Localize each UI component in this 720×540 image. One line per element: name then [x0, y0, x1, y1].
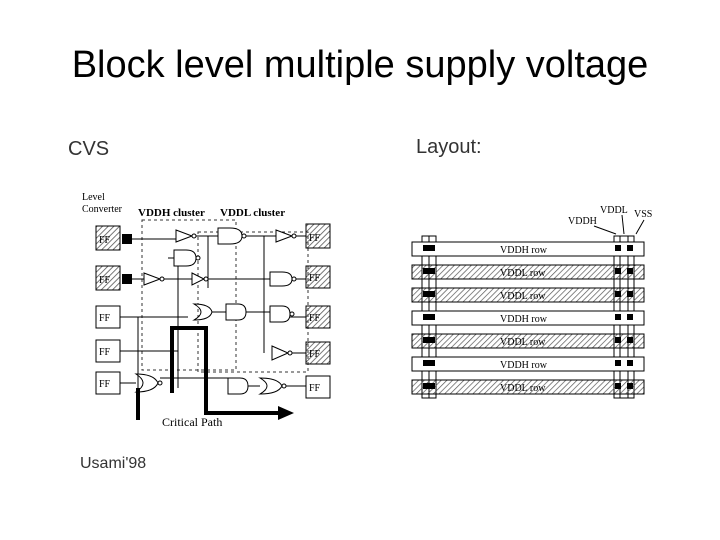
layout-row: VDDL row [411, 379, 645, 395]
svg-text:FF: FF [99, 235, 111, 246]
layout-row: VDDL row [411, 264, 645, 280]
vddl-cluster-label: VDDL cluster [220, 207, 285, 219]
layout-row: VDDH row [411, 310, 645, 326]
ff-left-4: FF [95, 339, 121, 363]
layout-row: VDDL row [411, 333, 645, 349]
svg-text:FF: FF [309, 349, 321, 360]
svg-text:FF: FF [309, 383, 321, 394]
cvs-label: CVS [68, 138, 110, 160]
ff-right-4: FF [305, 341, 331, 365]
layout-row-label: VDDL row [500, 383, 546, 394]
critical-path-line [136, 326, 288, 420]
ff-left-1: FF [95, 225, 121, 251]
rail-label-vddl: VDDL [600, 205, 628, 216]
slide-title: Block level multiple supply voltage [71, 44, 649, 86]
layout-row-label: VDDH row [500, 314, 548, 325]
rail-label-vss: VSS [634, 209, 652, 220]
ff-right-5: FF [305, 375, 331, 399]
rail-label-vddh: VDDH [568, 216, 597, 227]
svg-text:FF: FF [99, 347, 111, 358]
level-converter [122, 274, 132, 284]
layout-label: Layout: [416, 136, 482, 158]
citation: Usami'98 [80, 455, 147, 472]
layout-row-label: VDDL row [500, 337, 546, 348]
ff-right-1: FF [305, 223, 331, 249]
svg-text:FF: FF [309, 313, 321, 324]
svg-text:FF: FF [309, 273, 321, 284]
layout-row-label: VDDH row [500, 245, 548, 256]
vddh-cluster-boundary [141, 219, 237, 371]
level-converter-label-1: Level [82, 192, 105, 203]
layout-row-label: VDDL row [500, 291, 546, 302]
layout-row: VDDH row [411, 241, 645, 257]
svg-text:FF: FF [99, 275, 111, 286]
layout-row-label: VDDH row [500, 360, 548, 371]
layout-row-label: VDDL row [500, 268, 546, 279]
layout-row: VDDL row [411, 287, 645, 303]
layout-row: VDDH row [411, 356, 645, 372]
ff-right-3: FF [305, 305, 331, 329]
level-converter [122, 234, 132, 244]
cvs-circuit-diagram: Level Converter VDDH cluster VDDL cluste… [82, 192, 331, 429]
vddh-cluster-label: VDDH cluster [138, 207, 205, 219]
ff-left-2: FF [95, 265, 121, 291]
critical-path-label: Critical Path [162, 415, 222, 429]
level-converter-label-2: Converter [82, 204, 123, 215]
logic-gates [134, 227, 297, 395]
ff-left-5: FF [95, 371, 121, 395]
ff-right-2: FF [305, 265, 331, 289]
ff-left-3: FF [95, 305, 121, 329]
svg-text:FF: FF [309, 233, 321, 244]
svg-text:FF: FF [99, 313, 111, 324]
svg-text:FF: FF [99, 379, 111, 390]
critical-path-arrow [278, 406, 294, 420]
vddl-cluster-boundary [197, 231, 309, 373]
